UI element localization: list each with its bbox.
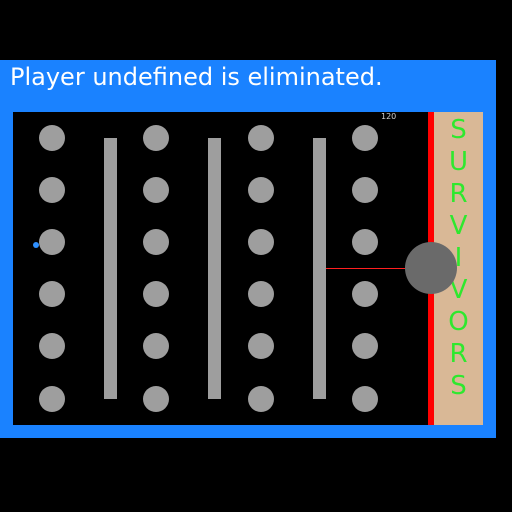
peg-obstacle <box>143 177 169 203</box>
peg-obstacle <box>39 281 65 307</box>
survivors-letter: R <box>449 339 468 369</box>
peg-obstacle <box>248 281 274 307</box>
peg-obstacle <box>248 229 274 255</box>
peg-obstacle <box>143 281 169 307</box>
peg-obstacle <box>39 229 65 255</box>
survivors-letter: I <box>454 243 463 273</box>
peg-obstacle <box>248 333 274 359</box>
status-message: Player undefined is eliminated. <box>10 63 383 91</box>
survivors-letter: S <box>450 371 467 401</box>
peg-obstacle <box>143 229 169 255</box>
timer-counter: 120 <box>381 112 397 121</box>
survivors-letter: O <box>448 307 469 337</box>
peg-obstacle <box>352 281 378 307</box>
player-marble-icon <box>33 242 39 248</box>
survivors-letter: U <box>448 147 469 177</box>
laser-beam <box>326 268 406 269</box>
wall-bar-obstacle <box>104 138 117 399</box>
peg-obstacle <box>39 333 65 359</box>
wall-bar-obstacle <box>313 138 326 399</box>
peg-obstacle <box>248 177 274 203</box>
peg-obstacle <box>352 177 378 203</box>
peg-obstacle <box>143 333 169 359</box>
survivors-panel: S U R V I V O R S <box>434 112 483 425</box>
peg-obstacle <box>248 125 274 151</box>
peg-obstacle <box>39 177 65 203</box>
peg-obstacle <box>352 125 378 151</box>
peg-obstacle <box>352 333 378 359</box>
rolling-ball-hazard-icon <box>405 242 457 294</box>
peg-obstacle <box>248 386 274 412</box>
peg-obstacle <box>352 229 378 255</box>
survivors-letter: S <box>450 115 467 145</box>
peg-obstacle <box>39 386 65 412</box>
wall-bar-obstacle <box>208 138 221 399</box>
survivors-letter: V <box>449 275 468 305</box>
peg-obstacle <box>352 386 378 412</box>
peg-obstacle <box>39 125 65 151</box>
survivors-letter: R <box>449 179 468 209</box>
peg-obstacle <box>143 386 169 412</box>
frame-bottom-strip <box>0 425 496 438</box>
survivors-letter: V <box>449 211 468 241</box>
peg-obstacle <box>143 125 169 151</box>
